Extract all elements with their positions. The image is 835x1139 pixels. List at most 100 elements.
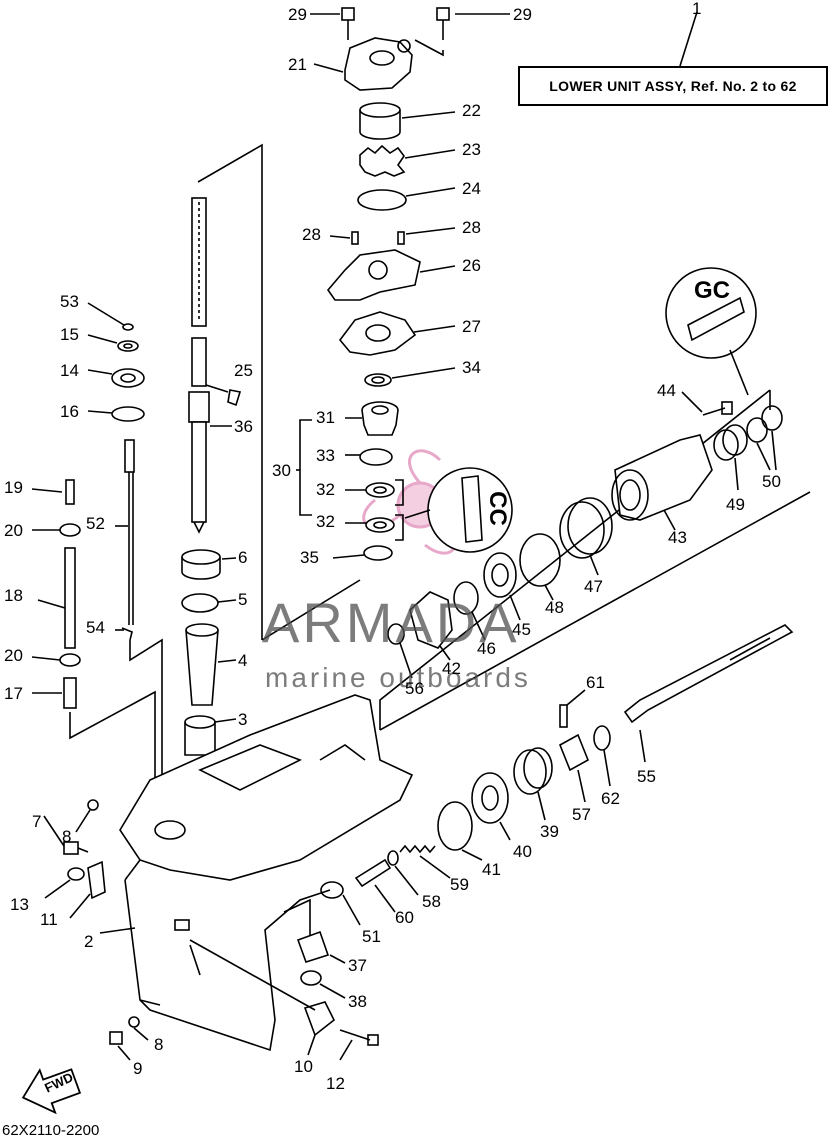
callout-29: 29 [513, 5, 532, 24]
part-43-bearing-housing [611, 434, 713, 521]
callout-60: 60 [395, 908, 414, 927]
callout-25: 25 [234, 361, 253, 380]
callout-21: 21 [288, 55, 307, 74]
inset-cc-label: CC [483, 491, 511, 526]
callout-26: 26 [462, 256, 481, 275]
part-44-bolt [702, 401, 733, 416]
watermark-brand: ARMADA [262, 591, 520, 654]
part-29-bolt-left [341, 7, 355, 40]
callout-51: 51 [362, 927, 381, 946]
callout-38: 38 [348, 992, 367, 1011]
callout-29: 29 [288, 5, 307, 24]
part-3-bushing [184, 715, 216, 756]
callout-24: 24 [462, 179, 481, 198]
part-8-washer-lower [128, 1016, 140, 1028]
callout-14: 14 [60, 361, 79, 380]
part-49-bearing [713, 424, 748, 461]
callout-20: 20 [4, 521, 23, 540]
part-16-o-ring [111, 406, 145, 422]
title-ref-number: 1 [692, 0, 702, 18]
part-28-pin-left [351, 231, 359, 245]
part-24-o-ring [357, 189, 407, 211]
part-41-shim [437, 801, 473, 851]
callout-45: 45 [512, 620, 531, 639]
part-47-o-ring-b [567, 497, 613, 555]
callout-54: 54 [86, 618, 105, 637]
callout-46: 46 [477, 639, 496, 658]
callout-32: 32 [316, 512, 335, 531]
part-18-tube [64, 547, 76, 649]
callout-33: 33 [316, 446, 335, 465]
part-37-pinion [296, 930, 330, 963]
part-61-pin [559, 704, 568, 728]
part-8-washer-upper [87, 799, 99, 811]
part-50-seal-a [746, 417, 768, 443]
driveshaft-frame [197, 143, 263, 640]
part-7-bolt [63, 841, 89, 855]
callout-10: 10 [294, 1057, 313, 1076]
part-5-o-ring [181, 593, 219, 613]
part-51-nut [320, 881, 344, 899]
callout-3: 3 [238, 710, 248, 729]
callout-8: 8 [154, 1035, 164, 1054]
callout-32: 32 [316, 480, 335, 499]
callout-20: 20 [4, 646, 23, 665]
inset-gc-label: GC [694, 277, 730, 304]
callout-27: 27 [462, 317, 481, 336]
part-48-shim [519, 533, 561, 587]
callout-15: 15 [60, 325, 79, 344]
callout-18: 18 [4, 586, 23, 605]
callout-48: 48 [545, 598, 564, 617]
callout-44: 44 [657, 381, 676, 400]
callout-8: 8 [62, 827, 72, 846]
diagram-code: 62X2110-2200 [2, 1122, 100, 1139]
callout-35: 35 [300, 548, 319, 567]
callout-49: 49 [726, 495, 745, 514]
part-56-washer [387, 623, 405, 645]
part-42-reverse-gear [409, 591, 453, 649]
part-32-oil-seal-lower [365, 517, 395, 533]
callout-39: 39 [540, 822, 559, 841]
part-40-bearing [471, 772, 509, 824]
callout-59: 59 [450, 875, 469, 894]
callout-50: 50 [762, 472, 781, 491]
part-31-housing [361, 401, 399, 436]
callout-28: 28 [302, 225, 321, 244]
part-20-clip-upper [59, 523, 81, 537]
callout-57: 57 [572, 805, 591, 824]
title-box: LOWER UNIT ASSY, Ref. No. 2 to 62 [518, 66, 828, 106]
callout-55: 55 [637, 767, 656, 786]
part-20-clip-lower [59, 653, 81, 667]
part-15-seal [117, 340, 139, 352]
part-25-key [227, 389, 242, 407]
part-34-seal [364, 373, 392, 387]
callout-13: 13 [10, 895, 29, 914]
part-45-bearing [483, 552, 517, 598]
callout-36: 36 [234, 417, 253, 436]
callout-6: 6 [238, 548, 248, 567]
part-50-seal-b [761, 405, 783, 431]
part-9-bolt [109, 1031, 123, 1045]
part-12-bolt [339, 1029, 379, 1046]
part-58-plunger [387, 850, 399, 866]
part-47-o-ring-a [559, 501, 605, 559]
part-59-spring [399, 844, 436, 854]
part-17-grommet [63, 677, 77, 709]
callout-19: 19 [4, 478, 23, 497]
callout-43: 43 [668, 528, 687, 547]
callout-40: 40 [513, 842, 532, 861]
callout-58: 58 [422, 892, 441, 911]
part-27-gasket [338, 311, 417, 356]
callout-30: 30 [272, 461, 291, 480]
part-39-forward-gear [513, 747, 553, 795]
part-52-shift-rod [121, 439, 135, 641]
part-46-shim [453, 581, 479, 615]
part-35-gasket [363, 545, 393, 561]
callout-9: 9 [133, 1059, 143, 1078]
part-10-trim-tab [303, 1001, 336, 1037]
part-2-gear-case [119, 694, 414, 1052]
callout-7: 7 [32, 812, 42, 831]
callout-37: 37 [348, 956, 367, 975]
